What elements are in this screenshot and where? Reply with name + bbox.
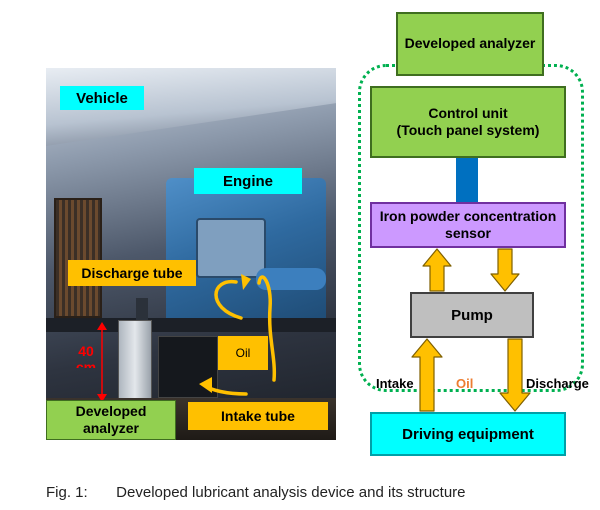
oil-flow-arrows [199,274,277,396]
caption-text: Developed lubricant analysis device and … [116,484,466,501]
intake-tube-label-text: Intake tube [221,408,295,424]
height-label: 40 cm [74,344,98,368]
intake-tube-label: Intake tube [188,402,328,430]
figure-caption: Fig. 1: Developed lubricant analysis dev… [46,484,466,501]
driving-equipment-text: Driving equipment [402,425,534,443]
oil-label-diagram-text: Oil [456,376,474,391]
driving-equipment-box: Driving equipment [370,412,566,456]
sensor-line2: sensor [445,225,491,241]
engine-cylinder-shape [196,218,266,278]
sensor-line1: Iron powder concentration [379,207,557,224]
height-unit: cm [75,360,97,368]
caption-number: Fig. 1: [46,484,88,501]
developed-analyzer-box-text: Developed analyzer [404,35,536,52]
discharge-label-text: Discharge [526,376,589,391]
intake-arrow [411,338,443,412]
vehicle-label: Vehicle [60,86,144,110]
engine-pipe-shape [256,268,326,290]
height-value: 40 [78,343,94,359]
discharge-label: Discharge [526,376,589,391]
control-sensor-connector [456,158,478,202]
oil-label-photo-text: Oil [235,346,251,360]
sensor-to-pump-arrow [490,248,520,292]
developed-analyzer-photo-line1: Developed [75,403,147,420]
control-unit-line2: (Touch panel system) [396,122,540,138]
analyzer-unit-shape [118,320,152,400]
height-marker-arrow [97,322,107,402]
analyzer-case-shape [158,336,218,398]
oil-label-diagram: Oil [456,376,473,391]
pump-box-text: Pump [451,306,493,324]
discharge-tube-label-text: Discharge tube [81,265,183,281]
developed-analyzer-box: Developed analyzer [396,12,544,76]
pump-box: Pump [410,292,534,338]
developed-analyzer-photo-line2: analyzer [82,420,140,436]
oil-label-photo: Oil [218,336,268,370]
engine-label: Engine [194,168,302,194]
control-unit-box: Control unit (Touch panel system) [370,86,566,158]
vehicle-engine-photo [46,68,336,440]
pump-to-sensor-arrow [422,248,452,292]
intake-label-text: Intake [376,376,414,391]
discharge-tube-label: Discharge tube [68,260,196,286]
vehicle-label-text: Vehicle [76,89,128,107]
intake-label: Intake [376,376,414,391]
developed-analyzer-photo-label: Developed analyzer [46,400,176,440]
discharge-arrow [499,338,531,412]
engine-label-text: Engine [222,172,273,190]
control-unit-line1: Control unit [428,104,508,121]
radiator-shape [54,198,102,318]
iron-powder-sensor-box: Iron powder concentration sensor [370,202,566,248]
